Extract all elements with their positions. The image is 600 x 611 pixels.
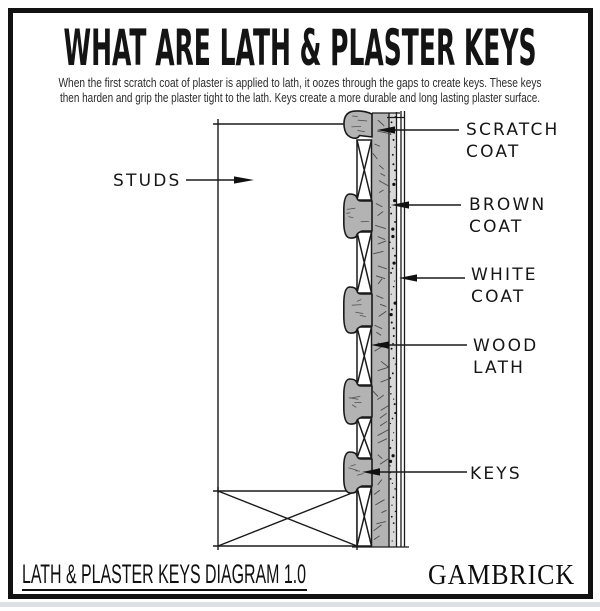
wood-lath-arrow-icon bbox=[371, 341, 467, 348]
page-title: WHAT ARE LATH & PLASTER KEYS bbox=[64, 19, 537, 77]
label-brown-coat-line1: BROWN bbox=[469, 195, 546, 215]
label-brown-coat-line2: COAT bbox=[469, 217, 523, 237]
bottom-plate bbox=[213, 487, 361, 550]
label-scratch-coat-line1: SCRATCH bbox=[466, 120, 560, 140]
label-white-coat-line1: WHITE bbox=[471, 265, 538, 285]
footer-caption: LATH & PLASTER KEYS DIAGRAM 1.0 bbox=[22, 559, 306, 589]
lath-strip bbox=[357, 418, 372, 458]
page-subtitle-line1: When the first scratch coat of plaster i… bbox=[59, 76, 542, 90]
label-wood-lath-line1: WOOD bbox=[473, 336, 538, 356]
label-studs: STUDS bbox=[113, 171, 182, 191]
page-subtitle-line2: then harden and grip the plaster tight t… bbox=[60, 91, 540, 105]
lath-strip bbox=[357, 140, 372, 200]
lath-strip bbox=[357, 232, 372, 293]
white-coat-arrow-icon bbox=[399, 274, 465, 281]
keys-arrow-icon bbox=[362, 468, 467, 475]
brand-logo: GAMBRICK bbox=[428, 560, 575, 591]
label-keys: KEYS bbox=[470, 464, 522, 484]
label-wood-lath-line2: LATH bbox=[473, 358, 525, 378]
lath-strip bbox=[357, 327, 372, 385]
label-white-coat-line2: COAT bbox=[471, 287, 525, 307]
lath-strip bbox=[357, 487, 372, 546]
leader-arrows bbox=[186, 126, 467, 475]
stud-outline bbox=[213, 119, 346, 493]
label-scratch-coat-line2: COAT bbox=[466, 142, 520, 162]
page-edge-shadow bbox=[0, 602, 600, 607]
studs-arrow-icon bbox=[186, 176, 254, 183]
brown-coat-band bbox=[389, 113, 397, 547]
